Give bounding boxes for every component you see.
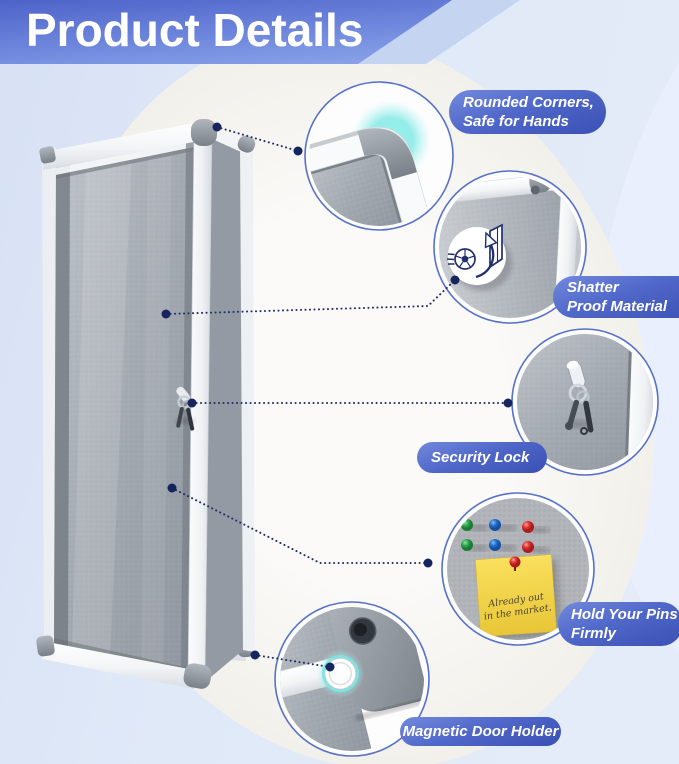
shatter-icon [446, 223, 503, 279]
callout-security-lock [511, 328, 659, 476]
title-banner: Product Details [0, 0, 452, 64]
push-pins [461, 519, 550, 553]
label-rounded-corners: Rounded Corners, Safe for Hands [449, 90, 606, 134]
soccer-ball-icon [454, 248, 476, 270]
label-security-lock: Security Lock [417, 442, 547, 473]
bulletin-board [36, 119, 256, 689]
callout-rounded-corners [304, 81, 454, 231]
sticky-note [475, 554, 562, 640]
label-shatter-proof: Shatter Proof Material [553, 276, 679, 318]
page-title: Product Details [26, 4, 364, 56]
note-pin [509, 556, 521, 571]
leader-dots [161, 122, 513, 672]
lock-with-keys-icon [565, 360, 594, 435]
label-magnetic-door-holder: Magnetic Door Holder [400, 717, 561, 746]
board-lock [175, 386, 195, 431]
label-hold-pins: Hold Your Pins Firmly [558, 602, 679, 646]
leader-lines [165, 126, 509, 668]
